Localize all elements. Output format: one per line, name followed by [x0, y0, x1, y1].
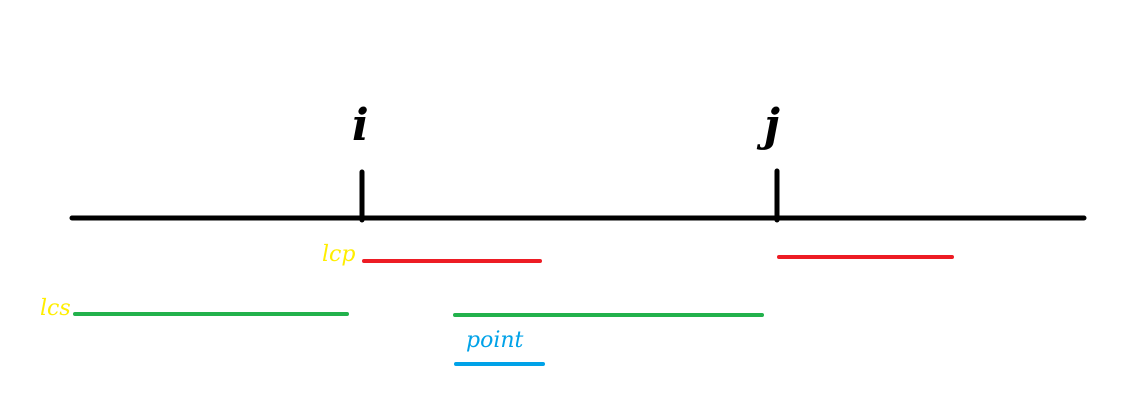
- lcp-label: lcp: [322, 242, 356, 267]
- index-label-i: i: [352, 100, 369, 151]
- index-label-j: j: [764, 100, 780, 151]
- lcs-label: lcs: [40, 296, 71, 321]
- point-label: point: [466, 328, 524, 353]
